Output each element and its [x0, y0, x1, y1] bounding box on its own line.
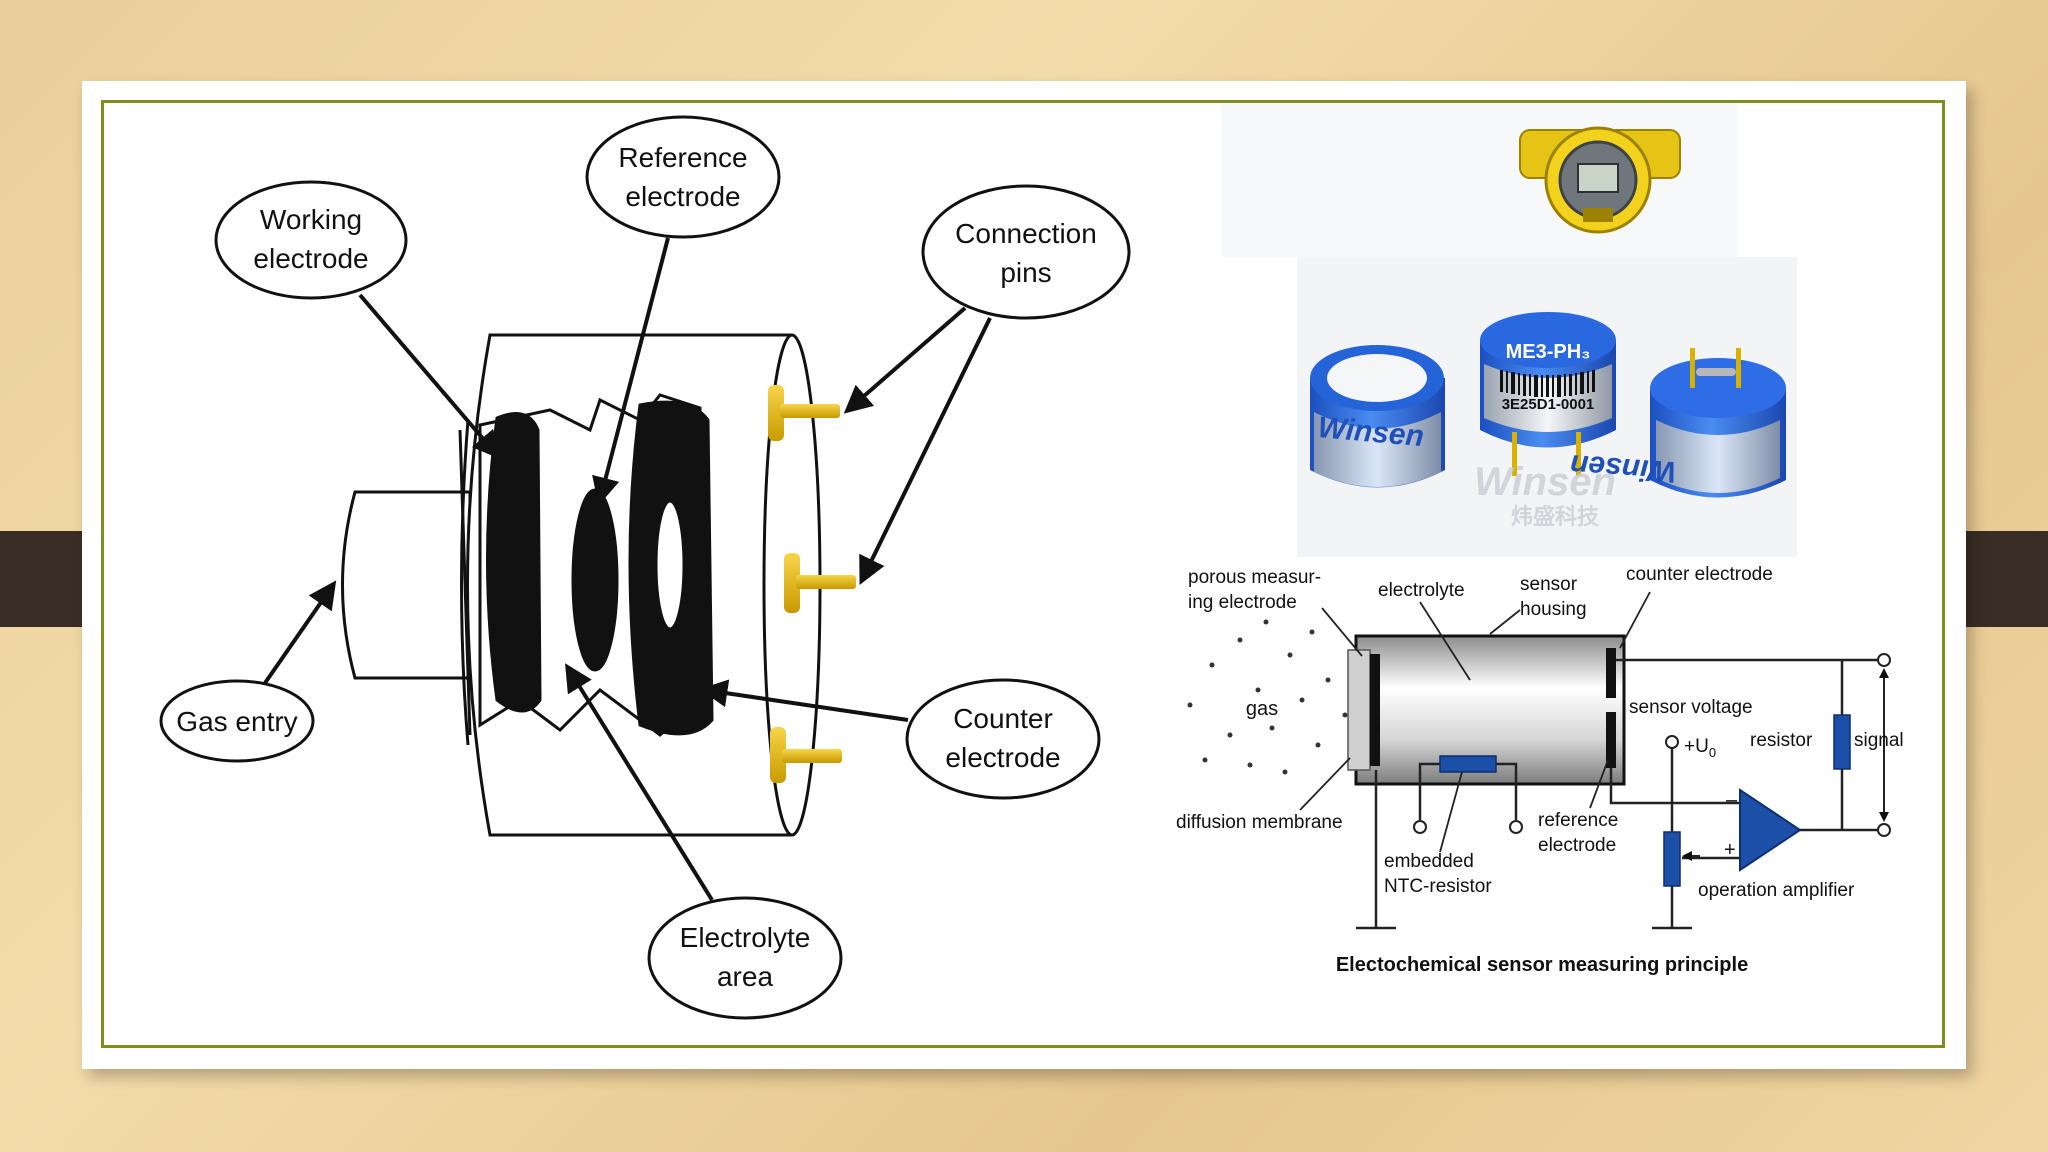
gas-inlet: [341, 490, 472, 680]
gas-entry-bubble: [159, 679, 315, 763]
working-electrode-label-1: Working: [260, 204, 362, 235]
diagram-caption: Electochemical sensor measuring principl…: [1336, 954, 1748, 976]
ntc-resistor-label-2: NTC-resistor: [1384, 876, 1492, 897]
electrolyte-area-label-1: Electrolyte: [680, 922, 811, 953]
circuit-labels: porous measur- ing electrode electrolyte…: [1176, 564, 1904, 901]
reference-electrode-label-2: electrode: [1538, 835, 1616, 856]
resistor-label: resistor: [1750, 730, 1813, 751]
reference-electrode-label-1: Reference: [618, 142, 747, 173]
diffusion-membrane-label: diffusion membrane: [1176, 812, 1343, 833]
gas-particles: [1187, 619, 1348, 775]
pin-middle: [784, 553, 856, 613]
sensor-cutaway-diagram: [341, 333, 822, 837]
signal-label: signal: [1854, 730, 1904, 751]
sensor-model-text: ME3-PH₃: [1506, 341, 1591, 363]
operation-amplifier-label: operation amplifier: [1698, 880, 1855, 901]
working-electrode-disk: [486, 412, 542, 713]
pin-top: [768, 385, 840, 441]
operation-amplifier-symbol: [1739, 788, 1802, 872]
electrolyte-area-label-2: area: [717, 961, 773, 992]
working-electrode-label-2: electrode: [253, 243, 368, 274]
counter-electrode-label: counter electrode: [1626, 564, 1773, 585]
porous-measuring-electrode: [1370, 654, 1380, 766]
label-bubbles: [159, 115, 1131, 1020]
leader-lines: [263, 237, 992, 902]
sensor-photo-center: ME3-PH₃ 3E25D1-0001: [1480, 312, 1616, 476]
reference-electrode-label-1: reference: [1538, 810, 1618, 831]
svg-text:+: +: [1724, 839, 1736, 861]
potentiometer: [1663, 831, 1681, 887]
sensor-voltage-label: sensor voltage: [1629, 697, 1753, 718]
ntc-resistor-label-1: embedded: [1384, 851, 1474, 872]
counter-electrode-bubble: [905, 678, 1101, 800]
slide-frame: [101, 100, 1945, 1048]
gas-label: gas: [1246, 698, 1278, 720]
porous-electrode-label-2: ing electrode: [1188, 592, 1297, 613]
gas-detector-housing: [1519, 126, 1681, 234]
reference-electrode-label-2: electrode: [625, 181, 740, 212]
connection-pins-label-1: Connection: [955, 218, 1097, 249]
brand-watermark: Winsen: [1474, 460, 1616, 504]
pin-bottom: [770, 727, 842, 783]
connection-pins: [768, 385, 856, 783]
counter-electrode-plate: [1606, 648, 1616, 698]
measuring-principle-diagram: gas –: [1176, 557, 1925, 982]
brand-logo-right: Winsen: [1569, 448, 1677, 488]
connection-pins-bubble: [921, 184, 1131, 320]
electrolyte-label: electrolyte: [1378, 580, 1465, 601]
brand-watermark-chinese: 炜盛科技: [1511, 504, 1600, 529]
sensor-photo-right: Winsen: [1569, 348, 1786, 498]
gas-entry-label: Gas entry: [176, 706, 297, 737]
reference-electrode-bubble: [585, 115, 781, 239]
barcode: [1500, 370, 1595, 397]
counter-electrode-label-2: electrode: [945, 742, 1060, 773]
counter-electrode-label-1: Counter: [953, 703, 1053, 734]
left-labels: Working electrode Reference electrode Co…: [176, 142, 1097, 992]
sensor-housing-label-1: sensor: [1520, 574, 1578, 595]
porous-electrode-label-1: porous measur-: [1188, 567, 1321, 588]
load-resistor: [1833, 714, 1851, 770]
connection-pins-label-2: pins: [1000, 257, 1051, 288]
working-electrode-bubble: [214, 180, 408, 300]
product-photos: Winsen ME3-PH₃ 3E25D1-0001: [1222, 104, 1797, 557]
electrolyte-area-bubble: [647, 896, 843, 1020]
reference-electrode-plate: [1606, 712, 1616, 768]
u0-label: +U0: [1684, 736, 1716, 760]
sensor-housing-label-2: housing: [1520, 599, 1587, 620]
sensor-serial-text: 3E25D1-0001: [1502, 396, 1595, 413]
sensor-photo-left: Winsen: [1310, 345, 1445, 488]
svg-text:–: –: [1726, 789, 1738, 811]
